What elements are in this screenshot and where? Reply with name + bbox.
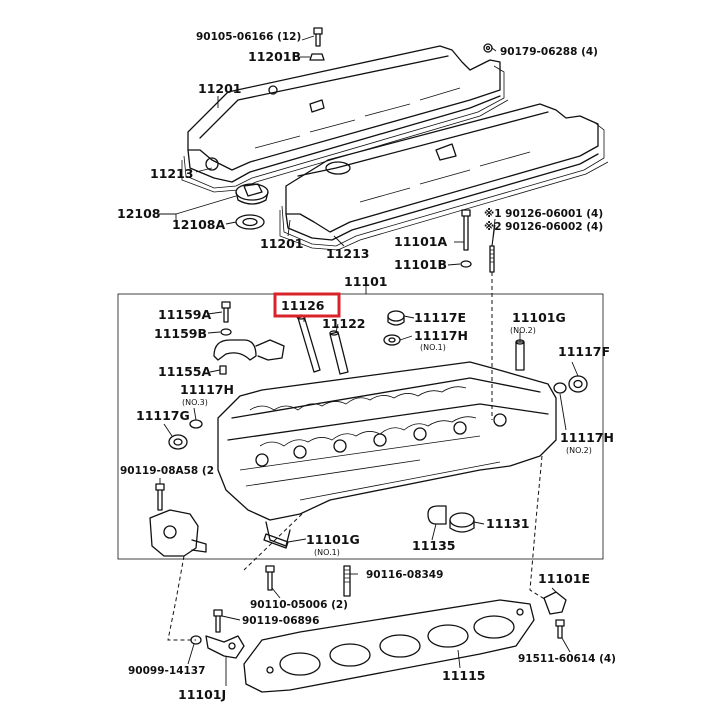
label-11122: 11122 (322, 316, 366, 331)
cam-cover-gasket-right (279, 121, 609, 251)
leader-lines (158, 35, 579, 686)
cam-cover-lower[interactable] (285, 103, 599, 241)
plug-11117h-2[interactable] (553, 382, 567, 394)
label-12108: 12108 (117, 206, 161, 221)
cam-cover-upper[interactable] (187, 45, 501, 183)
label-11101g-1: 11101G (306, 532, 360, 547)
bolt-90110[interactable] (265, 565, 275, 591)
grommet-11201b[interactable] (309, 53, 325, 61)
bolt-91511[interactable] (555, 619, 565, 639)
assembly-frame (117, 293, 604, 560)
cam-cap[interactable] (213, 339, 285, 361)
label-11201b: 11201B (248, 49, 301, 64)
label-11117e: 11117E (414, 310, 466, 325)
label-11101b: 11101B (394, 257, 447, 272)
label-12108a: 12108A (172, 217, 225, 232)
label-90179-06288: 90179-06288 (4) (500, 46, 598, 58)
label-11101a: 11101A (394, 234, 447, 249)
cam-position-sensor-11101e[interactable] (543, 591, 567, 615)
label-11201-mid: 11201 (260, 236, 304, 251)
oil-filler-cap[interactable] (235, 183, 269, 205)
highlight-box-11126 (273, 292, 341, 318)
stud-90116[interactable] (343, 565, 351, 597)
label-90105-06166: 90105-06166 (12) (196, 31, 301, 43)
label-11213-mid: 11213 (326, 246, 370, 261)
washer-11159b[interactable] (220, 328, 232, 336)
bolt-90119-08a58[interactable] (155, 483, 165, 511)
plug-11117h-1[interactable] (383, 334, 401, 346)
label-note-2: ※2 90126-06002 (4) (484, 221, 603, 233)
label-11117g: 11117G (136, 408, 190, 423)
label-11117f: 11117F (558, 344, 610, 359)
label-11117h-2: 11117H (560, 430, 614, 445)
label-11101g-1-sub: (NO.1) (314, 548, 340, 557)
label-11159a: 11159A (158, 307, 211, 322)
label-11101j: 11101J (178, 687, 226, 702)
bearing-11135[interactable] (427, 505, 447, 525)
label-note-1: ※1 90126-06001 (4) (484, 208, 603, 220)
label-11131: 11131 (486, 516, 530, 531)
dowel-11101g-1[interactable] (263, 533, 289, 549)
label-11117h-2-sub: (NO.2) (566, 446, 592, 455)
head-bolt[interactable] (461, 209, 471, 251)
label-11115: 11115 (442, 668, 486, 683)
label-11101: 11101 (344, 274, 388, 289)
label-90099-14137: 90099-14137 (128, 665, 205, 677)
pin-11155a[interactable] (219, 365, 227, 375)
bolt-90105[interactable] (313, 27, 323, 47)
label-11155a: 11155A (158, 364, 211, 379)
label-11213-left: 11213 (150, 166, 194, 181)
label-11117h-1-sub: (NO.1) (420, 343, 446, 352)
label-90110-05006: 90110-05006 (2) (250, 599, 348, 611)
tube-11126[interactable] (296, 314, 321, 373)
head-gasket[interactable] (243, 599, 535, 693)
stud-90126[interactable] (489, 245, 495, 273)
plug-11117f[interactable] (568, 375, 588, 393)
label-11201-top: 11201 (198, 81, 242, 96)
label-90119-06896: 90119-06896 (242, 615, 319, 627)
label-90119-08a58: 90119-08A58 (2 (120, 465, 214, 477)
bolt-11159a[interactable] (221, 301, 231, 323)
bolt-90119-06896[interactable] (213, 609, 223, 633)
label-11101g-2: 11101G (512, 310, 566, 325)
bearing-11131[interactable] (449, 512, 475, 533)
label-90116-08349: 90116-08349 (366, 569, 443, 581)
plug-11117h-3[interactable] (189, 419, 203, 429)
dashed-reference-lines (167, 272, 547, 641)
guide-11122[interactable] (329, 330, 349, 375)
label-11101e: 11101E (538, 571, 590, 586)
head-bolt-washer[interactable] (460, 260, 472, 268)
label-11101g-2-sub: (NO.2) (510, 326, 536, 335)
cylinder-head[interactable] (217, 361, 557, 547)
plug-11117g[interactable] (168, 434, 188, 450)
dowel-11101g-2[interactable] (515, 339, 525, 371)
label-11159b: 11159B (154, 326, 207, 341)
label-11117h-3-sub: (NO.3) (182, 398, 208, 407)
label-11126[interactable]: 11126 (281, 298, 325, 313)
plug-11117e[interactable] (387, 310, 405, 326)
nut-90179[interactable] (483, 43, 493, 53)
label-11117h-1: 11117H (414, 328, 468, 343)
label-11117h-3: 11117H (180, 382, 234, 397)
sensor-bracket[interactable] (149, 509, 207, 557)
sensor-11101j[interactable] (205, 635, 245, 659)
oil-filler-gasket[interactable] (235, 214, 265, 230)
label-11135: 11135 (412, 538, 456, 553)
label-91511-60614: 91511-60614 (4) (518, 653, 616, 665)
